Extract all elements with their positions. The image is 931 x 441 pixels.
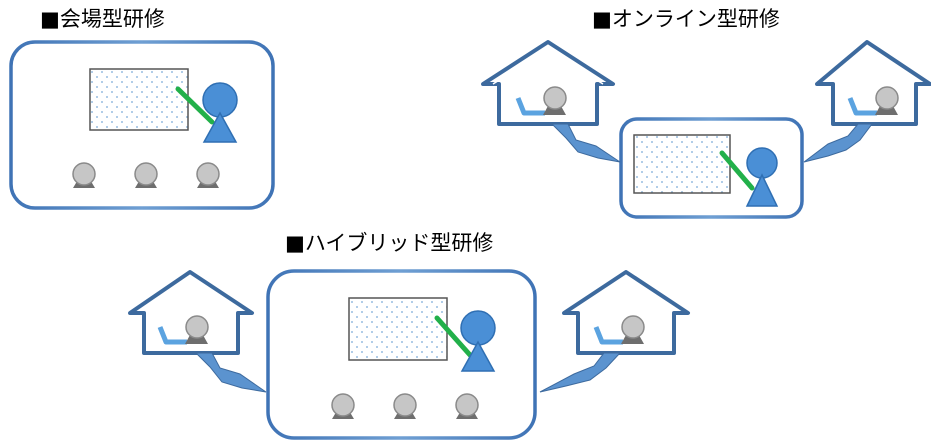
instructor-icon xyxy=(175,82,238,143)
attendee-icon xyxy=(72,162,96,188)
house-icon xyxy=(562,270,690,355)
attendee-icon xyxy=(393,393,417,419)
venue-training-title: ■会場型研修 xyxy=(40,7,165,31)
lightning-icon xyxy=(803,123,873,163)
lightning-icon xyxy=(194,352,267,393)
whiteboard-icon xyxy=(89,68,189,131)
chair-icon xyxy=(157,326,187,345)
instructor-icon xyxy=(719,147,779,207)
house-icon xyxy=(128,270,254,355)
hybrid-training-title: ■ハイブリッド型研修 xyxy=(285,231,494,255)
attendee-icon xyxy=(455,393,479,419)
attendee-icon xyxy=(134,162,158,188)
online-room xyxy=(619,117,804,219)
instructor-icon xyxy=(434,310,496,372)
chair-icon xyxy=(847,97,877,116)
house-icon xyxy=(815,40,931,126)
attendee-icon xyxy=(543,86,567,115)
chair-icon xyxy=(515,97,545,116)
hybrid-room xyxy=(266,269,537,440)
venue-room xyxy=(9,40,275,210)
lightning-icon xyxy=(539,352,622,393)
attendee-icon xyxy=(196,162,220,188)
attendee-icon xyxy=(185,315,209,344)
house-icon xyxy=(481,40,615,126)
chair-icon xyxy=(593,326,623,345)
attendee-icon xyxy=(331,393,355,419)
attendee-icon xyxy=(621,315,645,344)
attendee-icon xyxy=(875,86,899,115)
whiteboard-icon xyxy=(348,297,448,361)
lightning-icon xyxy=(550,123,621,163)
online-training-title: ■オンライン型研修 xyxy=(592,7,780,31)
whiteboard-icon xyxy=(633,134,731,194)
